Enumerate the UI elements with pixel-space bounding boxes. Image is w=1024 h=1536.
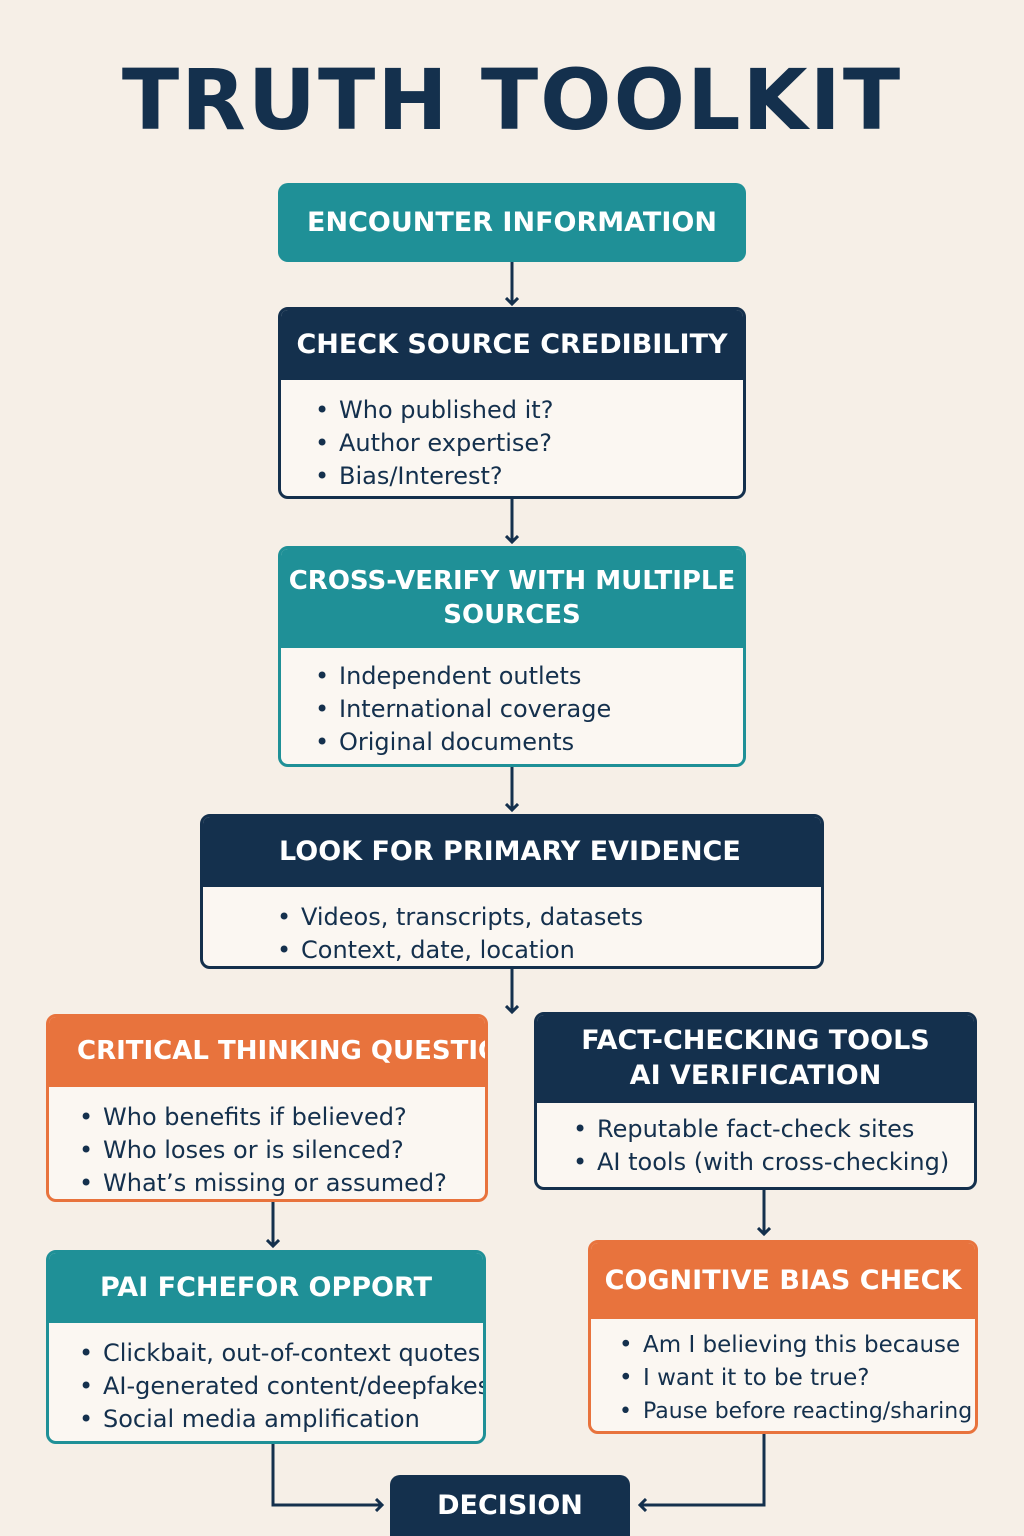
cross-checklist: Independent outlets International covera… (281, 648, 743, 759)
cross-heading-line1: CROSS-VERIFY WITH MULTIPLE (288, 566, 736, 597)
pai-heading: PAI FCHEFOR OPPORT (49, 1253, 483, 1323)
arrow-bias-to-decision (640, 1434, 766, 1505)
list-item: International coverage (315, 693, 743, 726)
list-item: Author expertise? (315, 427, 743, 460)
fact-checking-step: FACT-CHECKING TOOLS AI VERIFICATION Repu… (534, 1012, 977, 1190)
source-checklist: Who published it? Author expertise? Bias… (281, 380, 743, 493)
bias-heading-text: COGNITIVE BIAS CHECK (604, 1264, 962, 1296)
page-title: TRUTH TOOLKIT (121, 51, 903, 149)
list-item-continuation: I want it to be true? (619, 1362, 975, 1395)
list-item: Social media amplification (79, 1403, 483, 1436)
factcheck-heading-line1: FACT-CHECKING TOOLS (581, 1025, 930, 1057)
cross-verify-step: CROSS-VERIFY WITH MULTIPLE SOURCES Indep… (278, 546, 746, 767)
source-heading: CHECK SOURCE CREDIBILITY (281, 310, 743, 380)
bias-heading: COGNITIVE BIAS CHECK (591, 1243, 975, 1319)
cognitive-bias-step: COGNITIVE BIAS CHECK Am I believing this… (588, 1240, 978, 1434)
factcheck-heading-line2: AI VERIFICATION (629, 1060, 882, 1091)
cross-heading-line2: SOURCES (443, 599, 581, 630)
list-item: AI tools (with cross-checking) (573, 1146, 974, 1179)
critical-questions: Who benefits if believed? Who loses or i… (49, 1087, 485, 1199)
primary-heading: LOOK FOR PRIMARY EVIDENCE (203, 817, 821, 887)
decision-step: DECISION (390, 1475, 630, 1536)
critical-heading: CRITICAL THINKING QUESTION (49, 1017, 485, 1087)
list-item: Bias/Interest? (315, 460, 743, 493)
pai-step: PAI FCHEFOR OPPORT Clickbait, out-of-con… (46, 1250, 486, 1444)
list-item: Original documents (315, 726, 743, 759)
list-item: Am I believing this because (619, 1329, 975, 1362)
encounter-information-step: ENCOUNTER INFORMATION (278, 183, 746, 262)
list-item: Who benefits if believed? (79, 1101, 485, 1134)
factcheck-heading: FACT-CHECKING TOOLS AI VERIFICATION (537, 1015, 974, 1103)
list-item: Pause before reacting/sharing (619, 1395, 975, 1428)
arrow-pai-to-decision (271, 1444, 382, 1505)
check-source-credibility-step: CHECK SOURCE CREDIBILITY Who published i… (278, 307, 746, 499)
bias-checklist: Am I believing this because I want it to… (591, 1319, 975, 1428)
list-item: Clickbait, out-of-context quotes (79, 1337, 483, 1370)
cross-heading: CROSS-VERIFY WITH MULTIPLE SOURCES (281, 549, 743, 648)
list-item: Who published it? (315, 394, 743, 427)
list-item: Videos, transcripts, datasets (277, 901, 821, 934)
list-item: What’s missing or assumed? (79, 1167, 485, 1199)
pai-heading-text: PAI FCHEFOR OPPORT (99, 1271, 432, 1303)
critical-thinking-step: CRITICAL THINKING QUESTION Who benefits … (46, 1014, 488, 1202)
primary-checklist: Videos, transcripts, datasets Context, d… (203, 887, 821, 966)
source-heading-text: CHECK SOURCE CREDIBILITY (296, 328, 728, 360)
critical-heading-text: CRITICAL THINKING QUESTION (77, 1036, 488, 1067)
encounter-heading: ENCOUNTER INFORMATION (307, 207, 717, 238)
list-item: Context, date, location (277, 934, 821, 966)
decision-heading: DECISION (437, 1490, 583, 1521)
factcheck-checklist: Reputable fact-check sites AI tools (wit… (537, 1103, 974, 1179)
list-item: AI-generated content/deepfakes (79, 1370, 483, 1403)
list-item: Independent outlets (315, 660, 743, 693)
primary-heading-text: LOOK FOR PRIMARY EVIDENCE (279, 835, 741, 867)
pai-checklist: Clickbait, out-of-context quotes AI-gene… (49, 1323, 483, 1436)
primary-evidence-step: LOOK FOR PRIMARY EVIDENCE Videos, transc… (200, 814, 824, 969)
list-item: Who loses or is silenced? (79, 1134, 485, 1167)
list-item: Reputable fact-check sites (573, 1113, 974, 1146)
